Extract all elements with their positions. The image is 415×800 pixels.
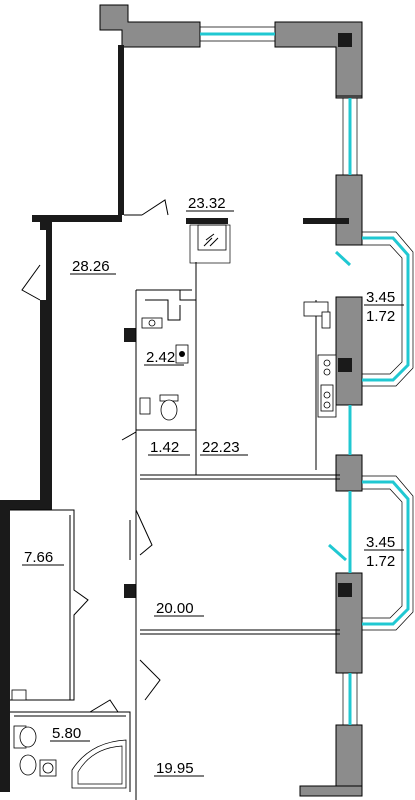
area-label-room-1: 20.00 bbox=[156, 600, 194, 617]
bay-window-lower bbox=[362, 480, 410, 626]
partition-kitchen-left bbox=[186, 218, 228, 224]
area-label-kitchen: 22.23 bbox=[202, 439, 240, 456]
wall-top-left bbox=[99, 4, 201, 48]
column-storage bbox=[124, 328, 136, 342]
area-label-wc: 1.42 bbox=[150, 439, 179, 456]
area-label-storage: 2.42 bbox=[146, 349, 175, 366]
wall-right-1 bbox=[335, 95, 363, 99]
wall-right-4 bbox=[335, 454, 363, 492]
wall-right-2 bbox=[335, 174, 363, 246]
storage-shelf-icon bbox=[175, 344, 189, 364]
partition-kitchen-right bbox=[303, 218, 349, 224]
wall-left-upper bbox=[118, 45, 124, 215]
wall-right-3 bbox=[335, 296, 363, 406]
bay-lower-area-reduced: 1.72 bbox=[366, 553, 395, 570]
bay-lower-area-total: 3.45 bbox=[366, 534, 395, 551]
kitchen-sink-icon bbox=[317, 354, 337, 418]
electrical-panel-icon bbox=[203, 233, 219, 247]
column-room-1 bbox=[124, 584, 136, 598]
room-labels: 23.32 28.26 2.42 1.42 22.23 20.00 7.66 5… bbox=[22, 195, 404, 777]
washbasin-icon bbox=[141, 317, 163, 329]
partitions bbox=[10, 199, 340, 800]
bathroom-fixtures bbox=[11, 689, 57, 777]
stove-icon bbox=[303, 301, 331, 329]
bathtub-icon bbox=[71, 739, 127, 789]
wall-hall-top bbox=[32, 215, 122, 222]
column-top-right bbox=[338, 33, 352, 47]
area-label-dressing: 7.66 bbox=[24, 549, 53, 566]
wall-right-6 bbox=[335, 724, 363, 796]
area-label-bathroom: 5.80 bbox=[52, 725, 81, 742]
wall-left-lower bbox=[0, 500, 52, 792]
walls bbox=[0, 4, 414, 797]
bay-upper-area-total: 3.45 bbox=[366, 289, 395, 306]
bay-upper-area-reduced: 1.72 bbox=[366, 308, 395, 325]
wall-left-hall bbox=[40, 222, 52, 505]
column-right-1 bbox=[338, 358, 352, 372]
column-right-2 bbox=[338, 583, 352, 597]
toilet-icon bbox=[139, 394, 179, 421]
area-label-hall: 28.26 bbox=[72, 258, 110, 275]
wall-bottom-right bbox=[299, 785, 363, 797]
area-label-room-2: 19.95 bbox=[156, 760, 194, 777]
area-label-balcony-top: 23.32 bbox=[188, 195, 226, 212]
bay-window-upper bbox=[362, 236, 410, 382]
